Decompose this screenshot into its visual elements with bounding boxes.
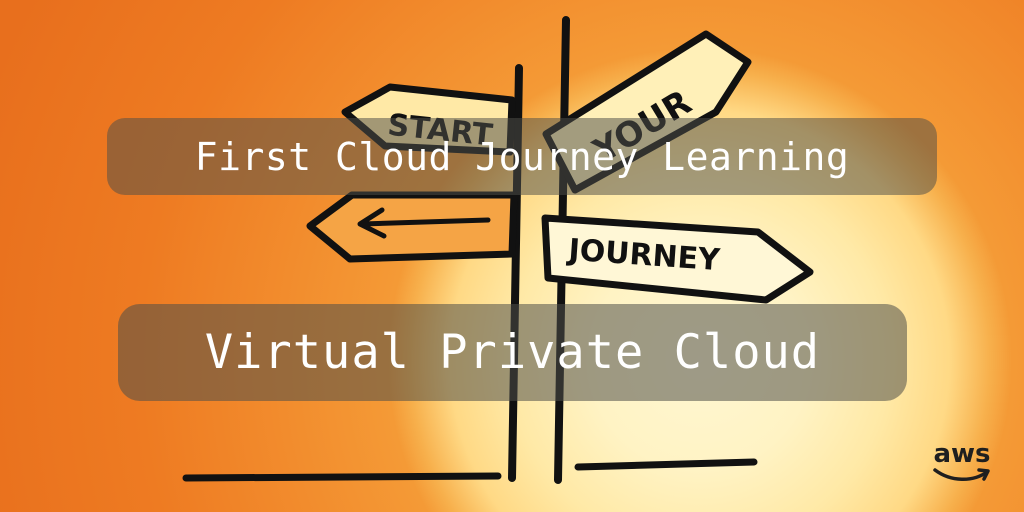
aws-logo: aws <box>931 440 993 488</box>
arrow-sign <box>306 191 518 263</box>
title-banner: First Cloud Journey Learning <box>107 118 937 195</box>
journey-sign <box>541 214 814 304</box>
title-text: First Cloud Journey Learning <box>194 134 850 179</box>
signpost-pole-left <box>508 64 523 482</box>
subtitle-banner: Virtual Private Cloud <box>118 304 907 401</box>
aws-smile-icon <box>933 468 990 481</box>
ground-line-right <box>574 458 758 471</box>
ground-line-left <box>182 472 502 482</box>
subtitle-text: Virtual Private Cloud <box>204 325 821 380</box>
aws-logo-text: aws <box>933 439 991 469</box>
arrow-left-icon <box>357 207 491 239</box>
